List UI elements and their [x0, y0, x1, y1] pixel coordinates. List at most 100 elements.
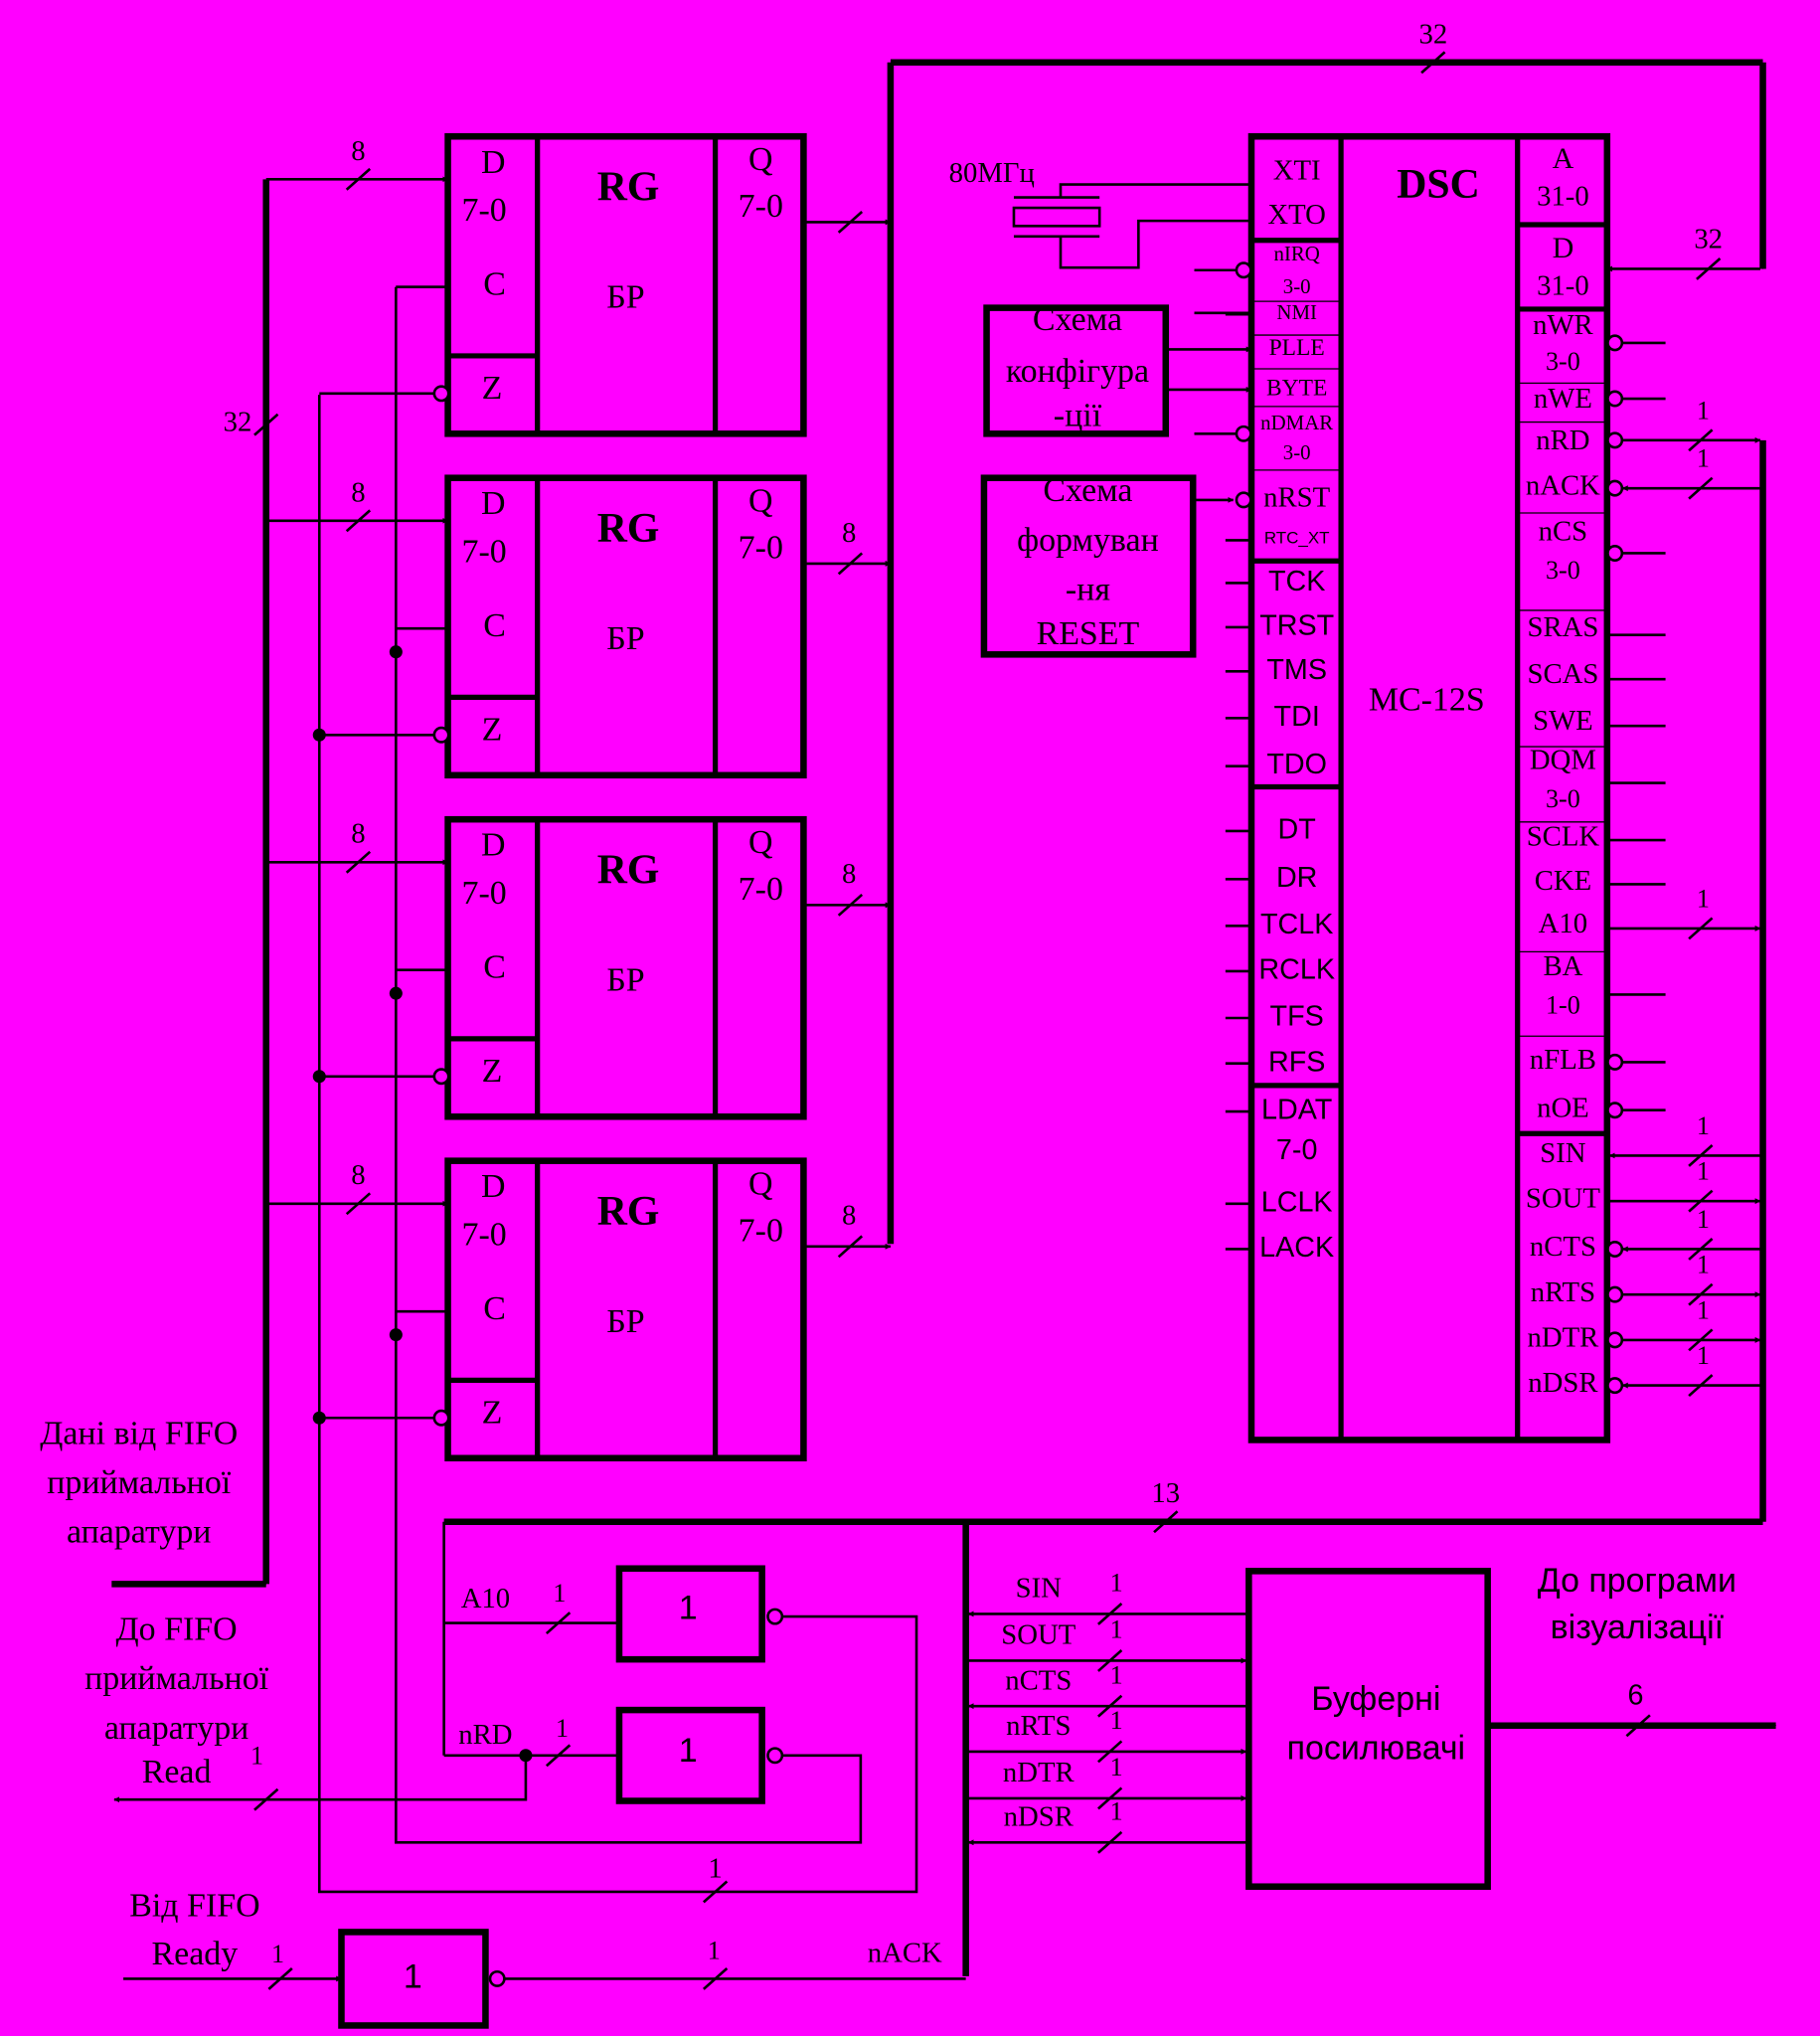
- vis-width: 6: [1628, 1680, 1644, 1712]
- read-label: Read: [142, 1754, 212, 1790]
- register-q-tick: [837, 552, 864, 576]
- sin-line-width: 1: [1697, 1111, 1710, 1140]
- dsc-right-pin-label: 3-0: [1546, 556, 1580, 585]
- register-q-range: 7-0: [739, 530, 783, 567]
- register-title: RG: [597, 1189, 660, 1235]
- nack-line-bubble: [1606, 479, 1624, 497]
- dsc-left-pin-label: DR: [1276, 862, 1317, 894]
- buffer-signal-width: 1: [1110, 1706, 1123, 1735]
- register-q-label: Q: [748, 824, 773, 861]
- c-junction-dot: [389, 986, 403, 1000]
- dsc-right-pin-label: nCS: [1539, 515, 1588, 547]
- dsc-right-pin-label: nFLB: [1530, 1044, 1596, 1076]
- register-title: RG: [597, 506, 660, 552]
- register-subtitle: БР: [606, 620, 644, 657]
- register-c-label: C: [483, 266, 506, 303]
- config-line-1: Схема: [1033, 301, 1122, 338]
- a10-line-tick: [1688, 917, 1714, 940]
- dsc-right-pin-label: SOUT: [1526, 1183, 1600, 1215]
- register-4-box: [444, 1157, 807, 1461]
- register-q-range: 7-0: [739, 871, 783, 908]
- register-subtitle: БР: [606, 962, 644, 999]
- dsc-right-pin-label: nRTS: [1531, 1276, 1595, 1308]
- dsc-left-pin-label: RFS: [1268, 1046, 1325, 1078]
- d-bus-tick: [1696, 257, 1722, 280]
- dsc-left-pin-label: NMI: [1276, 300, 1317, 324]
- nrd-line-width: 1: [1697, 396, 1710, 424]
- register-q-range: 7-0: [739, 188, 783, 225]
- read-tick: [253, 1787, 279, 1811]
- register-d-range: 7-0: [462, 1217, 507, 1254]
- nrts-line-width: 1: [1697, 1251, 1710, 1279]
- left-bus-width: 32: [224, 407, 252, 438]
- vis-tick: [1625, 1714, 1651, 1738]
- register-z-label: Z: [482, 711, 503, 748]
- reset-line-4: RESET: [1037, 615, 1140, 652]
- gate-a10-bubble: [766, 1608, 784, 1625]
- dsc-right-bubble: [1606, 544, 1624, 562]
- sout-line-tick: [1688, 1189, 1714, 1213]
- dsc-left-pin-label: 7-0: [1276, 1134, 1318, 1166]
- sout-line-width: 1: [1697, 1157, 1710, 1186]
- gate-a10: [615, 1565, 765, 1663]
- register-c-label: C: [483, 948, 506, 985]
- register-d-tick: [345, 167, 372, 191]
- buffer-signal-tick: [1097, 1649, 1123, 1672]
- register-d-width: 8: [351, 135, 365, 167]
- c-junction-dot: [389, 1328, 403, 1342]
- to-fifo-label-1: До FIFO: [116, 1612, 238, 1648]
- register-q-tick: [837, 1235, 864, 1259]
- dsc-title: DSC: [1397, 162, 1480, 208]
- register-subtitle: БР: [606, 279, 644, 316]
- crystal-wire-top: [1059, 183, 1251, 198]
- dsc-left-pin-label: TRST: [1259, 609, 1334, 641]
- nack-out-width: 1: [708, 1936, 721, 1964]
- register-d-label: D: [481, 827, 506, 864]
- nack-out-tick: [702, 1967, 729, 1990]
- reset-line-1: Схема: [1043, 472, 1132, 509]
- dsc-left-pin-label: DT: [1278, 814, 1316, 846]
- dsc-left-pin-label: nIRQ: [1273, 242, 1319, 265]
- register-d-tick: [345, 850, 372, 874]
- ready-width: 1: [271, 1940, 284, 1968]
- buffer-signal-label: SIN: [1016, 1573, 1063, 1605]
- buffer-signal-width: 1: [1110, 1753, 1123, 1782]
- dsc-left-pin-label: TDI: [1274, 701, 1320, 733]
- dsc-left-pin-label: LCLK: [1261, 1186, 1333, 1218]
- dsc-right-pin-label: 3-0: [1546, 347, 1580, 376]
- buffer-signal-label: nDSR: [1004, 1800, 1075, 1832]
- dsc-left-pin-label: TCLK: [1260, 909, 1333, 940]
- register-z-label: Z: [482, 1053, 503, 1090]
- dsc-right-pin-label: D: [1553, 232, 1574, 264]
- register-q-width: 8: [842, 1200, 856, 1232]
- from-fifo-label: Від FIFO: [129, 1888, 259, 1925]
- register-1-box: [444, 132, 807, 437]
- nrd-gate-width: 1: [556, 1714, 569, 1743]
- nrts-line-bubble: [1606, 1285, 1624, 1303]
- register-d-range: 7-0: [462, 534, 507, 571]
- buffer-signal-tick: [1097, 1830, 1123, 1854]
- dsc-model: МС-12S: [1369, 681, 1485, 718]
- dsc-left-pin-label: TFS: [1270, 1001, 1324, 1033]
- register-q-range: 7-0: [739, 1213, 783, 1250]
- nrts-line-tick: [1688, 1282, 1714, 1306]
- register-z-bubble: [432, 1068, 450, 1086]
- nrd-label: nRD: [458, 1719, 512, 1751]
- ndmar-bubble: [1235, 424, 1252, 442]
- dsc-right-pin-label: nACK: [1526, 470, 1600, 502]
- left-bus-tick: [253, 413, 279, 436]
- dsc-right-pin-label: nWE: [1534, 383, 1592, 415]
- reset-line-2: формуван: [1017, 522, 1159, 559]
- dsc-right-pin-label: 31-0: [1537, 181, 1589, 213]
- register-d-width: 8: [351, 818, 365, 850]
- config-line-3: -ції: [1054, 397, 1102, 433]
- nack-label: nACK: [868, 1938, 942, 1969]
- register-2-box: [444, 474, 807, 779]
- dsc-right-pin-label: nDSR: [1528, 1367, 1598, 1399]
- ndsr-line-bubble: [1606, 1377, 1624, 1395]
- dsc-left-pin-label: TDO: [1266, 749, 1327, 780]
- register-d-tick: [345, 509, 372, 533]
- dsc-left-pin-label: PLLE: [1269, 335, 1325, 361]
- ncts-line-tick: [1688, 1238, 1714, 1261]
- ncts-line-width: 1: [1697, 1205, 1710, 1234]
